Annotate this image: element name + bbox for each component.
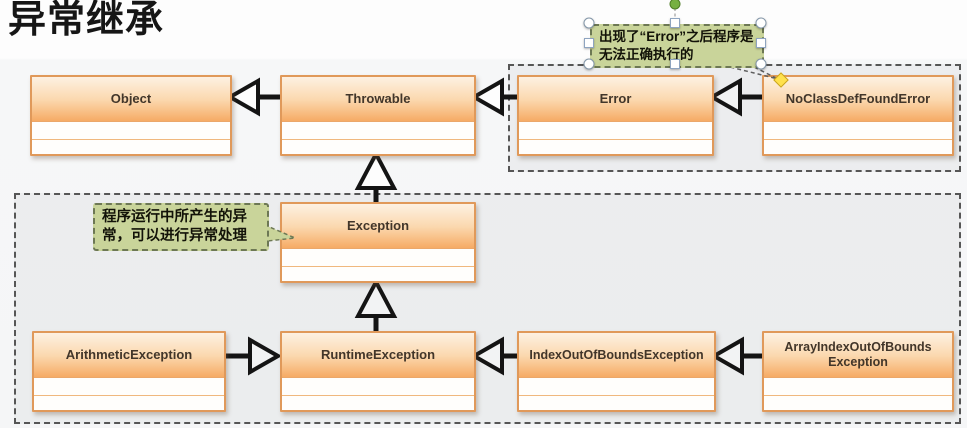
exception-callout-text: 程序运行中所产生的异常，可以进行异常处理 [102, 209, 247, 244]
fields-compartment [32, 122, 230, 139]
methods-compartment [764, 139, 952, 154]
class-box-runtimeexception[interactable]: RuntimeException [280, 331, 476, 412]
fields-compartment [764, 122, 952, 139]
class-box-arithmeticexception[interactable]: ArithmeticException [32, 331, 226, 412]
selection-handle-w[interactable] [584, 38, 594, 48]
methods-compartment [519, 395, 714, 410]
class-name-label: ArithmeticException [34, 333, 224, 378]
methods-compartment [282, 266, 474, 281]
methods-compartment [34, 395, 224, 410]
selection-handle-se[interactable] [755, 58, 767, 70]
page-title: 异常继承 [8, 0, 165, 41]
class-name-label: NoClassDefFoundError [764, 77, 952, 122]
methods-compartment [32, 139, 230, 154]
class-box-noclassdeffounderror[interactable]: NoClassDefFoundError [762, 75, 954, 156]
selection-handle-n[interactable] [670, 18, 680, 28]
class-box-throwable[interactable]: Throwable [280, 75, 476, 156]
class-name-label: ArrayIndexOutOfBounds Exception [764, 333, 952, 378]
class-box-indexoutofboundsexception[interactable]: IndexOutOfBoundsException [517, 331, 716, 412]
methods-compartment [282, 395, 474, 410]
selection-handle-nw[interactable] [583, 17, 595, 29]
class-name-label: Error [519, 77, 712, 122]
fields-compartment [519, 122, 712, 139]
fields-compartment [282, 249, 474, 266]
selection-handle-s[interactable] [670, 59, 680, 69]
class-name-label: Object [32, 77, 230, 122]
class-box-object[interactable]: Object [30, 75, 232, 156]
methods-compartment [519, 139, 712, 154]
fields-compartment [764, 378, 952, 395]
fields-compartment [34, 378, 224, 395]
exception-callout[interactable]: 程序运行中所产生的异常，可以进行异常处理 [93, 203, 269, 251]
methods-compartment [764, 395, 952, 410]
class-name-label: Throwable [282, 77, 474, 122]
methods-compartment [282, 139, 474, 154]
selection-handle-ne[interactable] [755, 17, 767, 29]
class-box-exception[interactable]: Exception [280, 202, 476, 283]
selection-handle-sw[interactable] [583, 58, 595, 70]
class-name-label: IndexOutOfBoundsException [519, 333, 714, 378]
error-callout-text: 出现了“Error”之后程序是无法正确执行的 [599, 29, 754, 62]
arrow-throwable-to-object[interactable] [225, 77, 280, 117]
class-name-label: Exception [282, 204, 474, 249]
class-name-label: RuntimeException [282, 333, 474, 378]
fields-compartment [519, 378, 714, 395]
rotation-handle[interactable] [669, 0, 681, 10]
class-box-error[interactable]: Error [517, 75, 714, 156]
fields-compartment [282, 378, 474, 395]
selection-handle-e[interactable] [756, 38, 766, 48]
rotation-handle-stem [674, 8, 676, 22]
class-box-arrayindexoutofboundsexception[interactable]: ArrayIndexOutOfBounds Exception [762, 331, 954, 412]
fields-compartment [282, 122, 474, 139]
